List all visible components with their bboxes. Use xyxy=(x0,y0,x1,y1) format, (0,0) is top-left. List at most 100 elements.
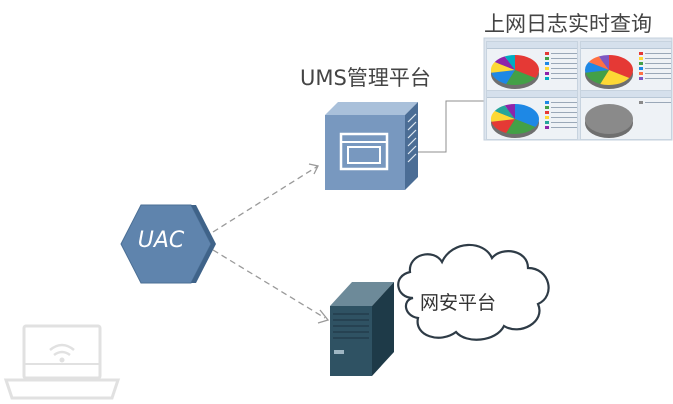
legend-swatch xyxy=(545,116,549,119)
pie-slice xyxy=(504,104,515,119)
legend-swatch xyxy=(545,111,549,114)
cloud-icon xyxy=(397,243,550,341)
legend-text-line xyxy=(551,78,577,79)
legend-text-line xyxy=(551,117,577,118)
legend-row xyxy=(639,101,671,104)
legend-text-line xyxy=(645,102,671,103)
legend-row xyxy=(545,62,577,65)
ums-server-icon xyxy=(325,102,418,190)
legend-row xyxy=(639,52,671,55)
legend-row xyxy=(545,52,577,55)
legend-text-line xyxy=(551,53,577,54)
legend-swatch xyxy=(545,57,549,60)
legend-swatch xyxy=(545,67,549,70)
legend-text-line xyxy=(551,102,577,103)
legend-text-line xyxy=(645,78,671,79)
legend-row xyxy=(545,121,577,124)
ums-platform-label: UMS管理平台 xyxy=(300,66,431,90)
arrowhead-ums xyxy=(308,163,319,175)
pie-chart-thumbnail xyxy=(491,55,539,89)
pie-slice xyxy=(506,70,536,85)
legend-text-line xyxy=(551,73,577,74)
pie-slice xyxy=(585,104,633,134)
legend-swatch xyxy=(639,67,643,70)
pie-slice xyxy=(506,119,536,134)
pie-slice xyxy=(598,55,609,70)
panel-legend xyxy=(545,52,577,82)
pie-chart-thumbnail xyxy=(491,104,539,138)
log-query-label: 上网日志实时查询 xyxy=(484,12,652,36)
pie-slice xyxy=(491,119,515,133)
legend-swatch xyxy=(639,62,643,65)
legend-swatch xyxy=(639,72,643,75)
connector-uac-server xyxy=(212,249,326,319)
legend-text-line xyxy=(551,63,577,64)
pie-chart-thumbnail xyxy=(585,104,633,138)
legend-swatch xyxy=(545,52,549,55)
legend-row xyxy=(639,57,671,60)
panel-header xyxy=(581,42,671,49)
legend-text-line xyxy=(551,122,577,123)
pie-chart-thumbnail xyxy=(585,55,633,89)
pie-slice xyxy=(491,110,515,122)
legend-row xyxy=(639,72,671,75)
legend-row xyxy=(545,126,577,129)
pie-slice xyxy=(588,56,609,70)
legend-swatch xyxy=(545,121,549,124)
legend-swatch xyxy=(639,101,643,104)
legend-swatch xyxy=(545,62,549,65)
legend-text-line xyxy=(551,127,577,128)
dashboard-panel xyxy=(580,90,672,140)
panel-legend xyxy=(639,52,671,82)
legend-swatch xyxy=(639,57,643,60)
pie-slice xyxy=(491,70,515,84)
dashboard-panel xyxy=(580,41,672,91)
legend-text-line xyxy=(645,58,671,59)
pie-slice xyxy=(609,55,633,79)
legend-row xyxy=(545,72,577,75)
panel-legend xyxy=(639,101,671,106)
arrowhead-server xyxy=(317,309,330,324)
panel-header xyxy=(487,91,577,98)
legend-row xyxy=(639,62,671,65)
legend-text-line xyxy=(645,53,671,54)
legend-swatch xyxy=(545,101,549,104)
legend-swatch xyxy=(545,126,549,129)
laptop-wifi-icon xyxy=(3,324,121,400)
panel-header xyxy=(581,91,671,98)
legend-row xyxy=(545,77,577,80)
pie-slice xyxy=(515,104,539,128)
legend-row xyxy=(545,67,577,70)
legend-swatch xyxy=(545,72,549,75)
legend-text-line xyxy=(551,107,577,108)
legend-text-line xyxy=(645,68,671,69)
pie-slice xyxy=(585,61,609,73)
legend-text-line xyxy=(551,112,577,113)
legend-swatch xyxy=(545,77,549,80)
legend-row xyxy=(639,77,671,80)
panel-legend xyxy=(545,101,577,131)
legend-row xyxy=(545,116,577,119)
panel-header xyxy=(487,42,577,49)
legend-swatch xyxy=(639,77,643,80)
connector-uac-ums xyxy=(212,165,319,233)
legend-text-line xyxy=(645,73,671,74)
dashboard-panel xyxy=(486,90,578,140)
pie-slice xyxy=(600,70,630,85)
legend-swatch xyxy=(545,106,549,109)
legend-row xyxy=(545,111,577,114)
pie-slice xyxy=(515,55,539,79)
pie-slice xyxy=(494,105,515,119)
legend-text-line xyxy=(551,68,577,69)
dashboard-panel xyxy=(486,41,578,91)
connector-ums-dashboard xyxy=(418,100,484,153)
hexagon-uac-icon xyxy=(120,204,216,284)
pie-slice xyxy=(494,56,515,70)
pie-slice xyxy=(491,61,515,73)
legend-row xyxy=(545,57,577,60)
legend-row xyxy=(545,101,577,104)
legend-swatch xyxy=(639,52,643,55)
legend-text-line xyxy=(551,58,577,59)
legend-text-line xyxy=(645,63,671,64)
